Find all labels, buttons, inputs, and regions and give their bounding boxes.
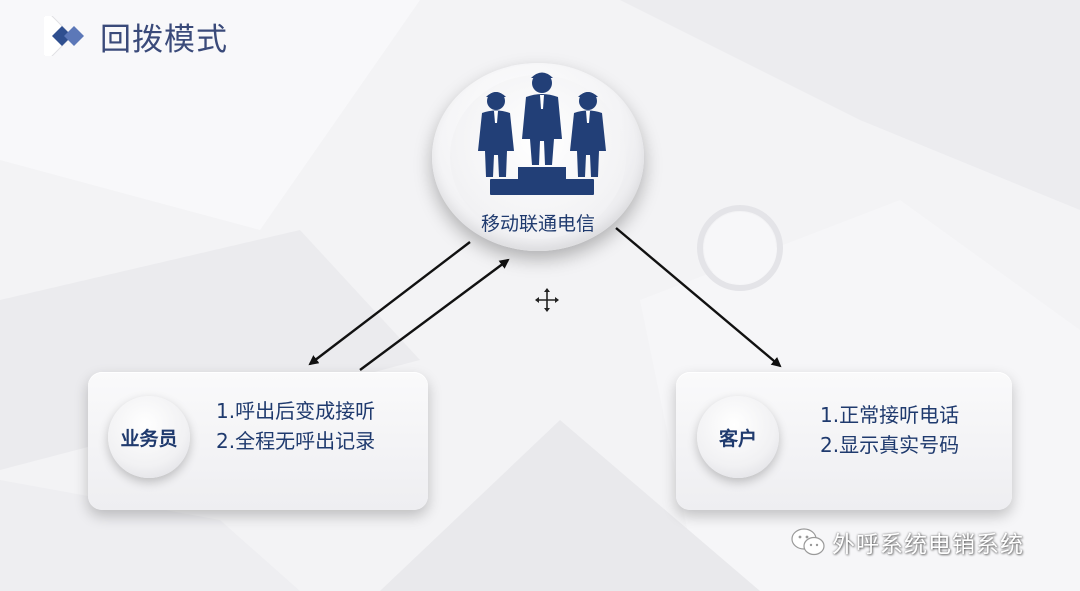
diamond-logo-icon xyxy=(44,16,84,56)
three-businessmen-podium-icon xyxy=(478,72,606,195)
slide-header: 回拨模式 xyxy=(44,14,228,58)
watermark-text: 外呼系统电销系统 xyxy=(832,532,1024,558)
page-title: 回拨模式 xyxy=(100,21,228,58)
salesperson-notes: 1.呼出后变成接听 2.全程无呼出记录 xyxy=(216,396,375,456)
salesperson-label: 业务员 xyxy=(120,427,178,450)
salesperson-node: 业务员 xyxy=(108,396,190,478)
move-cursor-icon xyxy=(535,288,559,312)
customer-note: 1.正常接听电话 xyxy=(820,403,960,427)
carrier-node: 移动联通电信 xyxy=(432,63,644,251)
carrier-label: 移动联通电信 xyxy=(480,213,595,235)
salesperson-note: 2.全程无呼出记录 xyxy=(216,429,376,453)
salesperson-note: 1.呼出后变成接听 xyxy=(216,399,376,423)
watermark: 外呼系统电销系统 xyxy=(790,524,1024,560)
customer-node: 客户 xyxy=(697,396,779,478)
wechat-icon xyxy=(791,528,825,556)
customer-notes: 1.正常接听电话 2.显示真实号码 xyxy=(820,400,959,460)
customer-note: 2.显示真实号码 xyxy=(820,433,960,457)
customer-label: 客户 xyxy=(718,427,757,450)
